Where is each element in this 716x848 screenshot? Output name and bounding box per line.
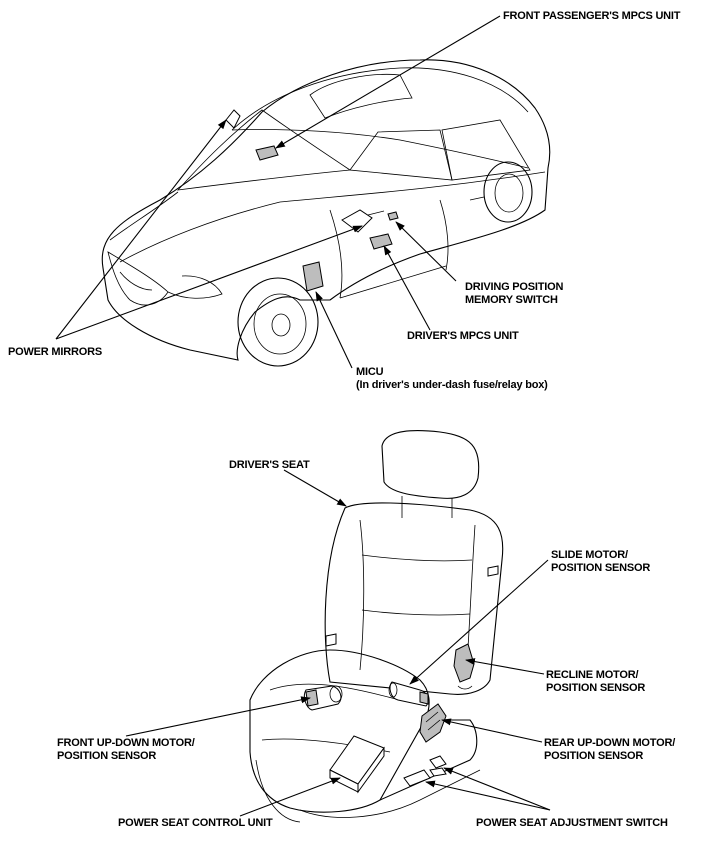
label-rear-up-down-motor-line1: REAR UP-DOWN MOTOR/	[544, 737, 675, 749]
label-power-seat-control-unit: POWER SEAT CONTROL UNIT	[118, 817, 273, 829]
label-front-up-down-motor-line1: FRONT UP-DOWN MOTOR/	[57, 737, 195, 749]
label-slide-motor-line1: SLIDE MOTOR/	[551, 549, 628, 561]
label-slide-motor-line2: POSITION SENSOR	[551, 562, 650, 574]
label-power-mirrors: POWER MIRRORS	[8, 346, 102, 358]
label-drivers-seat: DRIVER'S SEAT	[229, 459, 310, 471]
seat-illustration	[249, 429, 504, 823]
car-illustration	[101, 59, 551, 367]
leader-lines	[55, 15, 551, 817]
label-recline-motor-line1: RECLINE MOTOR/	[546, 669, 638, 681]
label-driving-position-memory-switch-line1: DRIVING POSITION	[465, 281, 564, 293]
label-power-seat-adjustment-switch: POWER SEAT ADJUSTMENT SWITCH	[476, 817, 668, 829]
label-micu: MICU	[356, 366, 384, 378]
label-micu-note: (In driver's under-dash fuse/relay box)	[356, 379, 548, 391]
label-front-passenger-mpcs-unit: FRONT PASSENGER'S MPCS UNIT	[503, 10, 681, 22]
label-front-up-down-motor-line2: POSITION SENSOR	[57, 750, 156, 762]
label-driving-position-memory-switch-line2: MEMORY SWITCH	[465, 294, 558, 306]
label-drivers-mpcs-unit: DRIVER'S MPCS UNIT	[407, 330, 519, 342]
label-recline-motor-line2: POSITION SENSOR	[546, 682, 645, 694]
label-rear-up-down-motor-line2: POSITION SENSOR	[544, 750, 643, 762]
